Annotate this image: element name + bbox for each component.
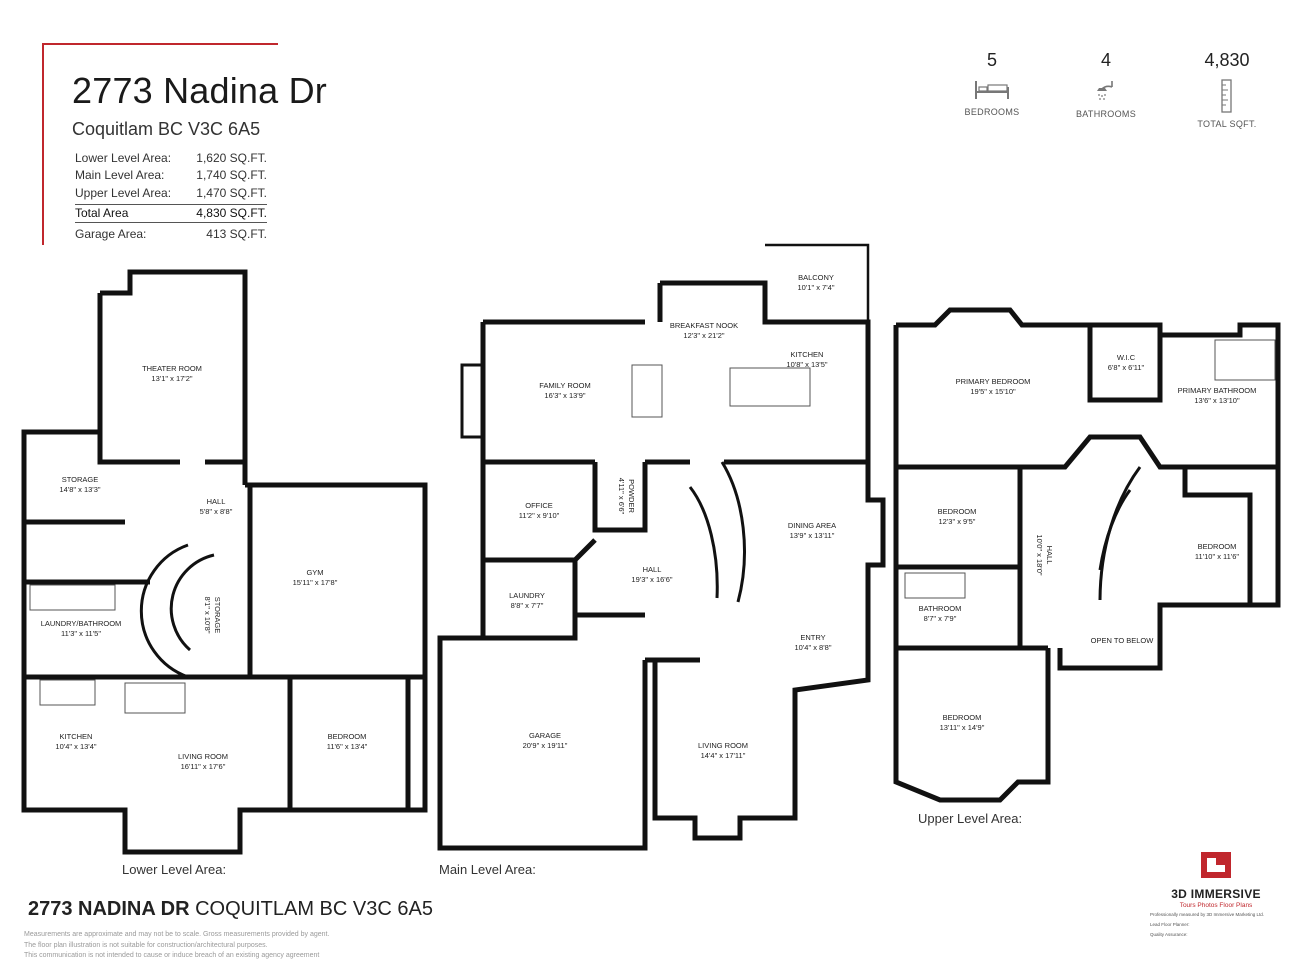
- disclaimer-line: This communication is not intended to ca…: [24, 952, 320, 959]
- property-city-line: Coquitlam BC V3C 6A5: [72, 119, 261, 139]
- credit-line: Quality Assurance:: [1150, 932, 1188, 937]
- area-label: Main Level Area:: [75, 168, 165, 183]
- disclaimer-line: The floor plan illustration is not suita…: [24, 941, 268, 949]
- bedrooms-label: BEDROOMS: [964, 107, 1020, 117]
- area-label: Lower Level Area:: [75, 151, 172, 165]
- upper-bathtub: [904, 572, 966, 599]
- ruler-icon: [1221, 79, 1232, 113]
- total-label: Total Area: [75, 205, 129, 220]
- area-row-upper: Upper Level Area: 1,470 SQ.FT.: [75, 185, 267, 202]
- credit-line: Lead Floor Planner:: [1150, 922, 1190, 927]
- bathrooms-label: BATHROOMS: [1075, 109, 1137, 119]
- upper-level-walls: [893, 307, 1281, 803]
- area-value: 1,620 SQ.FT.: [196, 151, 267, 165]
- brand-tagline: Tours Photos Floor Plans: [1179, 902, 1253, 909]
- area-row-total: Total Area 4,830 SQ.FT.: [75, 203, 267, 224]
- total-value: 4,830 SQ.FT.: [196, 205, 267, 220]
- footer-address-street: 2773 NADINA DR: [28, 898, 190, 920]
- bed-icon: [975, 81, 1009, 99]
- total-sqft-value: 4,830: [1204, 50, 1250, 70]
- disclaimer-line: Measurements are approximate and may not…: [24, 931, 330, 938]
- area-value: 1,740 SQ.FT.: [196, 168, 267, 183]
- disclaimer: Measurements are approximate and may not…: [24, 930, 329, 962]
- room-label: OPEN TO BELOW: [1090, 636, 1154, 645]
- area-row-lower: Lower Level Area: 1,620 SQ.FT.: [75, 150, 267, 167]
- area-row-main: Main Level Area: 1,740 SQ.FT.: [75, 167, 267, 184]
- main-level-walls: [437, 243, 886, 851]
- credits: Professionally measured by 3D Immersive …: [1150, 910, 1264, 940]
- area-value: 1,470 SQ.FT.: [196, 185, 267, 200]
- area-label: Upper Level Area:: [75, 185, 172, 200]
- lower-stairs-box: [124, 682, 186, 714]
- lower-stair-curve: [139, 543, 189, 679]
- stat-total-sqft: 4,830 TOTAL SQFT.: [1172, 50, 1282, 129]
- bathrooms-count: 4: [1100, 50, 1111, 70]
- lower-level-caption: Lower Level Area:: [122, 862, 227, 877]
- brand-logo: 3D IMMERSIVE Tours Photos Floor Plans: [1166, 850, 1266, 909]
- upper-stair-curve: [1098, 466, 1142, 601]
- area-row-garage: Garage Area: 413 SQ.FT.: [75, 226, 267, 243]
- shower-icon: [1097, 81, 1113, 100]
- brand-mark-icon: [1201, 852, 1231, 878]
- lower-level-walls: [21, 269, 428, 855]
- main-level-caption: Main Level Area:: [439, 862, 536, 877]
- property-address-title: 2773 Nadina Dr: [72, 70, 327, 111]
- total-sqft-label: TOTAL SQFT.: [1197, 119, 1257, 129]
- upper-level-caption: Upper Level Area:: [918, 811, 1023, 826]
- bedrooms-count: 5: [986, 50, 997, 70]
- header-accent-line-left: [42, 43, 44, 245]
- footer-address: 2773 NADINA DR COQUITLAM BC V3C 6A5: [28, 898, 433, 921]
- laundry-counter: [29, 584, 116, 611]
- kitchen-island: [729, 367, 811, 407]
- brand-name: 3D IMMERSIVE: [1171, 887, 1261, 901]
- stat-bedrooms: 5 BEDROOMS: [937, 50, 1047, 117]
- lower-range: [39, 679, 96, 706]
- credit-line: Professionally measured by 3D Immersive …: [1150, 912, 1265, 917]
- garage-value: 413 SQ.FT.: [206, 227, 267, 242]
- bathtub: [1214, 339, 1276, 381]
- header-accent-line-top: [42, 43, 278, 45]
- stat-bathrooms: 4 BATHROOMS: [1051, 50, 1161, 119]
- family-table: [631, 364, 663, 418]
- garage-label: Garage Area:: [75, 227, 147, 242]
- main-stair-curve: [688, 486, 719, 599]
- area-summary: Lower Level Area: 1,620 SQ.FT. Main Leve…: [75, 150, 267, 243]
- footer-address-city: COQUITLAM BC V3C 6A5: [195, 898, 433, 920]
